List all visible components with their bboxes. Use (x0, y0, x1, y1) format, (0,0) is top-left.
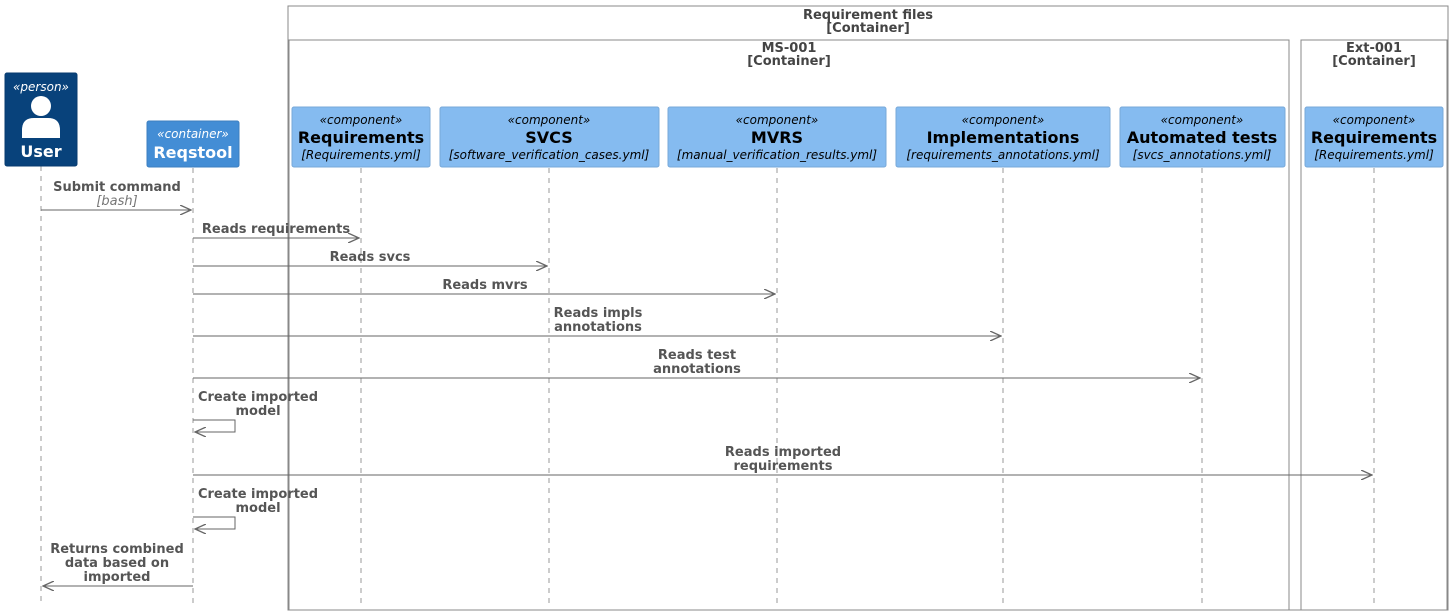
participant-technology: [requirements_annotations.yml] (906, 148, 1100, 162)
message-arrow-self-create-model-2 (193, 516, 236, 529)
participant-stereotype: «person» (13, 80, 69, 94)
message-labels: Submit command [bash] Reads requirements… (50, 180, 841, 585)
participant-name: Requirements (1311, 128, 1437, 147)
participant-implementations: «component» Implementations [requirement… (895, 106, 1111, 168)
participant-name: Implementations (927, 128, 1080, 147)
message-label: model (235, 501, 280, 516)
boundary-ext-001: Ext-001 [Container] (1300, 39, 1448, 611)
participant-technology: [Requirements.yml] (301, 148, 421, 162)
participant-name: MVRS (751, 128, 803, 147)
message-label: requirements (733, 459, 832, 474)
participant-stereotype: «component» (320, 113, 403, 127)
participant-ext-requirements: «component» Requirements [Requirements.y… (1304, 106, 1444, 168)
participant-stereotype: «component» (962, 113, 1045, 127)
participant-stereotype: «container» (157, 127, 229, 141)
message-label: annotations (554, 320, 642, 335)
participant-name: Automated tests (1127, 128, 1278, 147)
message-label: Submit command (53, 180, 181, 195)
participant-box (667, 106, 887, 168)
participant-technology: [manual_verification_results.yml] (677, 148, 877, 162)
boundary-title: MS-001 (762, 41, 817, 56)
boundary-type: [Container] (1332, 54, 1416, 69)
participant-stereotype: «component» (508, 113, 591, 127)
message-label: Reads imported (725, 445, 841, 460)
participant-requirements: «component» Requirements [Requirements.y… (291, 106, 431, 168)
participant-technology: [svcs_annotations.yml] (1133, 148, 1272, 162)
participant-stereotype: «component» (1161, 113, 1244, 127)
participant-mvrs: «component» MVRS [manual_verification_re… (667, 106, 887, 168)
participant-box (439, 106, 660, 168)
participant-reqstool: «container» Reqstool (146, 120, 240, 168)
participant-box (1304, 106, 1444, 168)
message-label: model (235, 404, 280, 419)
participant-svcs: «component» SVCS [software_verification_… (439, 106, 660, 168)
boundary-title: Ext-001 (1346, 41, 1402, 56)
person-icon (22, 96, 60, 138)
boundary-requirement-files: Requirement files [Container] (287, 5, 1449, 611)
participant-stereotype: «component» (736, 113, 819, 127)
participant-stereotype: «component» (1333, 113, 1416, 127)
participant-box (146, 120, 240, 168)
message-label: Reads requirements (202, 222, 350, 237)
boundary-type: [Container] (747, 54, 831, 69)
message-label: Create imported (198, 390, 318, 405)
message-arrows (41, 210, 1372, 586)
participant-box (1119, 106, 1286, 168)
participant-name: Reqstool (153, 143, 232, 162)
message-arrow-self-create-model-1 (193, 419, 236, 432)
participant-technology: [Requirements.yml] (1314, 148, 1434, 162)
participant-user: «person» User (4, 72, 78, 167)
message-label: Reads impls (554, 306, 643, 321)
participant-name: User (20, 142, 61, 161)
message-label: Returns combined (50, 542, 184, 557)
message-label: data based on (65, 556, 169, 571)
message-label: annotations (653, 362, 741, 377)
participant-box (895, 106, 1111, 168)
message-label: imported (84, 570, 151, 585)
participant-name: SVCS (525, 128, 572, 147)
participant-technology: [software_verification_cases.yml] (449, 148, 650, 162)
participant-name: Requirements (298, 128, 424, 147)
message-label: Reads svcs (330, 250, 411, 265)
boundary-ms-001: MS-001 [Container] (288, 39, 1290, 611)
message-label: Create imported (198, 487, 318, 502)
boundary-type: [Container] (826, 21, 910, 36)
message-label: Reads test (658, 348, 736, 363)
message-technology: [bash] (96, 194, 137, 209)
lifelines (40, 166, 1375, 606)
participant-box (291, 106, 431, 168)
boundary-title: Requirement files (803, 8, 933, 23)
message-label: Reads mvrs (442, 278, 528, 293)
participant-automated-tests: «component» Automated tests [svcs_annota… (1119, 106, 1286, 168)
